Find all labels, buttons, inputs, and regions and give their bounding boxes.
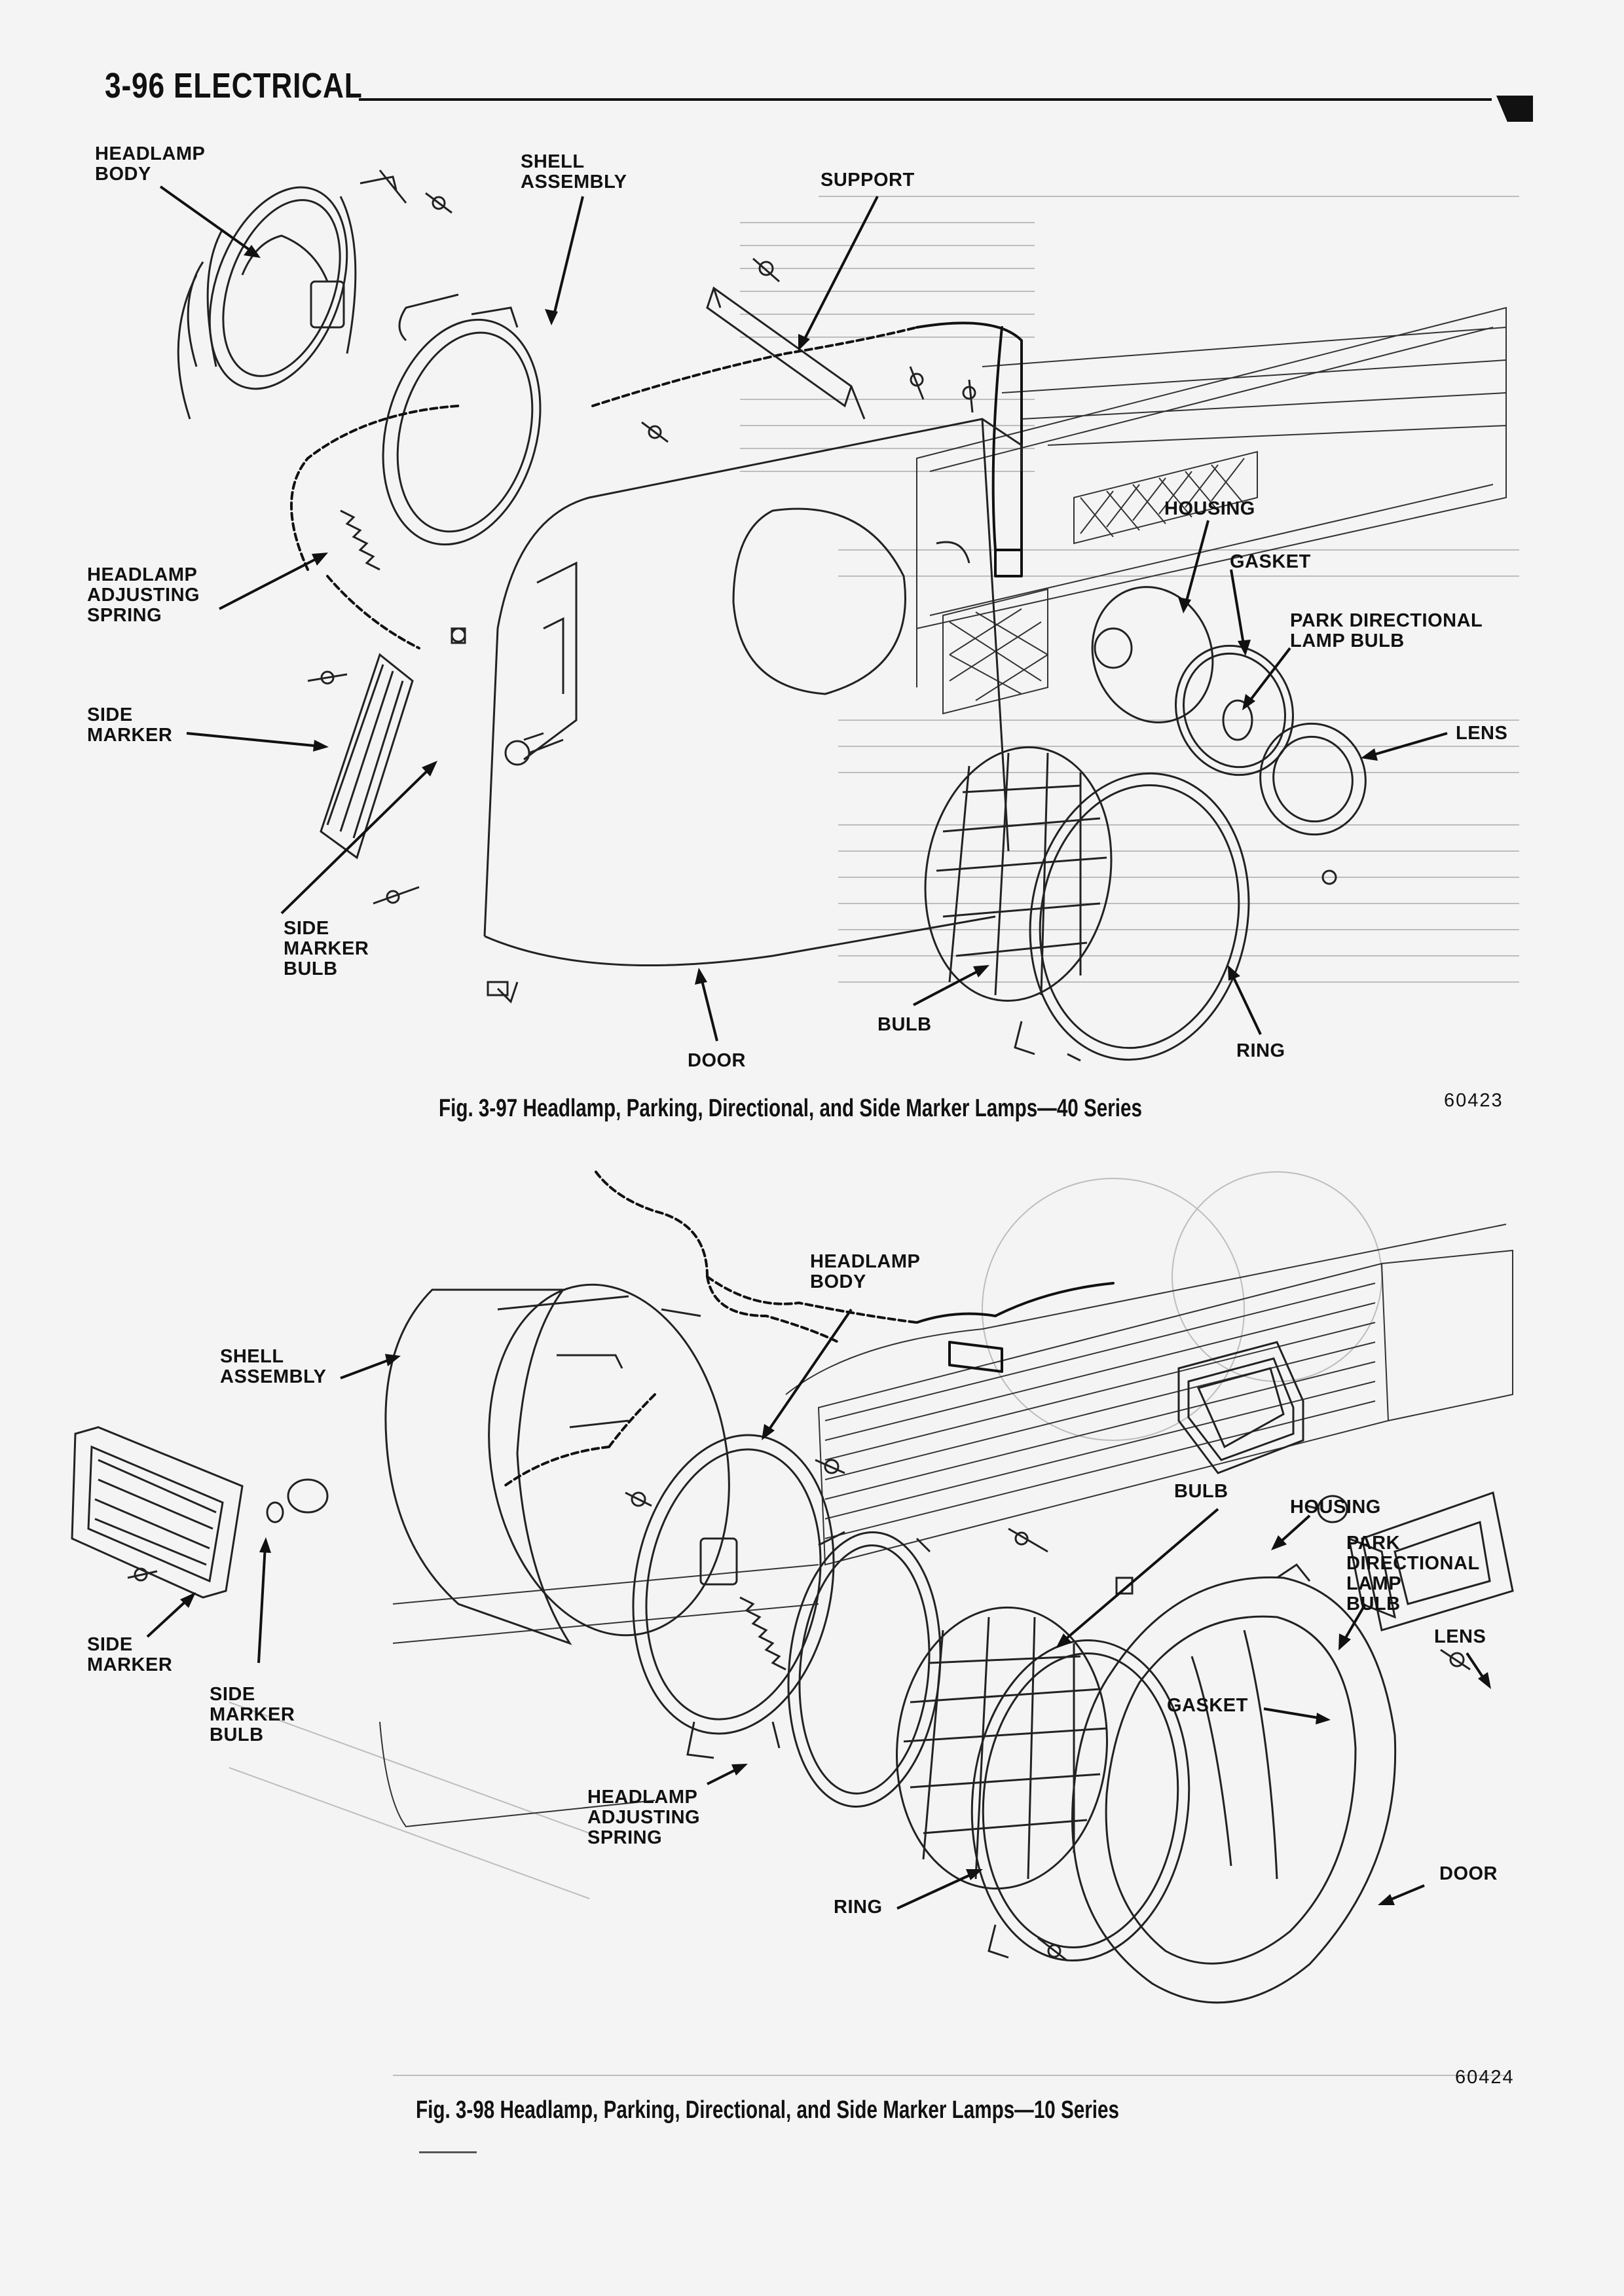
door-bezel-40	[483, 418, 1023, 1004]
park-bulb-10	[1306, 1495, 1348, 1523]
retaining-ring-40	[1014, 772, 1250, 1062]
label-headlamp-body-10: HEADLAMP BODY	[810, 1251, 921, 1292]
wiring-harness-40	[290, 321, 1024, 649]
label-housing-40: HOUSING	[1164, 498, 1255, 519]
housing-40	[1091, 586, 1214, 723]
headlamp-body-10	[632, 1434, 835, 1759]
label-housing-10: HOUSING	[1290, 1497, 1381, 1518]
label-park-directional-bulb-10: PARK DIRECTIONAL LAMP BULB	[1346, 1533, 1480, 1614]
shell-assembly-10	[384, 1283, 730, 1645]
outer-ring-10	[970, 1639, 1190, 1961]
adjusting-spring-40	[340, 509, 380, 571]
wiring-harness-10	[503, 1171, 1115, 1487]
header-rule	[359, 98, 1492, 101]
label-side-marker-40: SIDE MARKER	[87, 704, 173, 746]
adjusting-spring-10	[739, 1596, 786, 1671]
label-adjusting-spring-40: HEADLAMP ADJUSTING SPRING	[87, 564, 200, 626]
figure-97-caption: Fig. 3-97 Headlamp, Parking, Directional…	[439, 1095, 1143, 1122]
label-lens-40: LENS	[1456, 723, 1508, 744]
side-marker-bulb-10	[127, 1478, 329, 1582]
label-bulb-10: BULB	[1174, 1481, 1228, 1502]
grille-crosshatch	[942, 450, 1258, 715]
label-shell-assembly-10: SHELL ASSEMBLY	[220, 1346, 327, 1387]
label-shell-assembly-40: SHELL ASSEMBLY	[521, 151, 627, 192]
side-marker-socket-40	[504, 732, 564, 766]
label-door-40: DOOR	[688, 1050, 746, 1071]
lens-10	[1361, 1491, 1514, 1671]
shell-assembly-40	[382, 293, 542, 546]
figure-97-drawing	[159, 170, 1507, 1062]
label-side-marker-bulb-10: SIDE MARKER BULB	[210, 1684, 295, 1745]
label-bulb-40: BULB	[877, 1014, 932, 1035]
label-park-directional-bulb-40: PARK DIRECTIONAL LAMP BULB	[1290, 610, 1483, 651]
label-support-40: SUPPORT	[821, 170, 915, 191]
label-adjusting-spring-10: HEADLAMP ADJUSTING SPRING	[587, 1787, 701, 1848]
figure-98-leader-lines	[146, 1308, 1491, 1910]
page-header-title: 3-96 ELECTRICAL	[105, 66, 363, 105]
figure-97-number: 60423	[1444, 1090, 1504, 1111]
label-ring-10: RING	[834, 1897, 883, 1918]
side-marker-lens-40	[320, 653, 414, 860]
support-bracket-40	[706, 257, 866, 420]
figure-98-caption: Fig. 3-98 Headlamp, Parking, Directional…	[416, 2096, 1120, 2124]
door-bezel-10	[1071, 1563, 1397, 2004]
gasket-10	[1347, 1537, 1397, 1619]
screws-40	[307, 192, 976, 996]
retaining-ring-10	[787, 1531, 942, 1808]
label-side-marker-bulb-40: SIDE MARKER BULB	[284, 918, 369, 979]
figure-98-number: 60424	[1455, 2067, 1515, 2088]
sealed-beam-bulb-10	[896, 1606, 1108, 1890]
headlamp-body-40	[177, 170, 407, 420]
label-headlamp-body-40: HEADLAMP BODY	[95, 143, 206, 185]
screws-10	[625, 1459, 1134, 1962]
label-door-10: DOOR	[1439, 1863, 1498, 1884]
park-bulb-40	[1222, 699, 1253, 741]
side-marker-lens-10	[71, 1426, 244, 1599]
sealed-beam-bulb-40	[924, 746, 1113, 1002]
label-gasket-40: GASKET	[1230, 551, 1311, 572]
grille-panel	[916, 306, 1507, 687]
label-side-marker-10: SIDE MARKER	[87, 1634, 173, 1675]
footer-rule	[419, 2151, 477, 2153]
label-ring-40: RING	[1236, 1040, 1285, 1061]
gasket-40	[1175, 644, 1294, 776]
lens-40	[1259, 722, 1367, 885]
figure-98-drawing	[71, 1171, 1514, 2004]
figure-97-leader-lines	[159, 185, 1448, 1042]
label-gasket-10: GASKET	[1167, 1695, 1248, 1716]
label-lens-10: LENS	[1434, 1626, 1486, 1647]
housing-10	[1177, 1341, 1304, 1474]
